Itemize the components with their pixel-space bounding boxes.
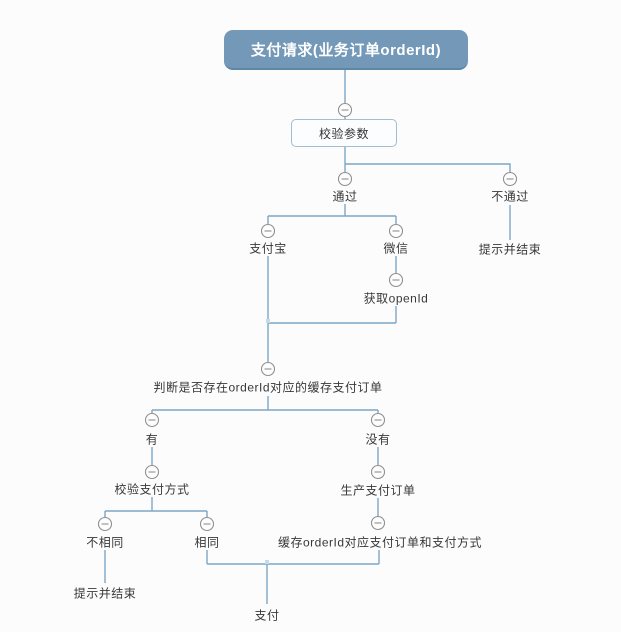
collapse-minus-icon[interactable] bbox=[260, 223, 276, 239]
node-root[interactable]: 支付请求(业务订单orderId) bbox=[224, 30, 468, 70]
collapse-minus-icon[interactable] bbox=[337, 171, 353, 187]
connector-line bbox=[267, 204, 397, 224]
collapse-minus-icon[interactable] bbox=[388, 223, 404, 239]
collapse-minus-icon[interactable] bbox=[370, 515, 386, 531]
node-validate-params[interactable]: 校验参数 bbox=[291, 119, 397, 147]
node-method-same[interactable]: 相同 bbox=[194, 535, 220, 550]
collapse-minus-icon[interactable] bbox=[502, 171, 518, 187]
node-create-pay-order[interactable]: 生产支付订单 bbox=[340, 483, 416, 498]
connector-line bbox=[104, 497, 208, 517]
connector-lines bbox=[104, 70, 511, 604]
node-cache-pay-order[interactable]: 缓存orderId对应支付订单和支付方式 bbox=[277, 535, 483, 550]
junction-markers bbox=[265, 319, 270, 564]
collapse-minus-icon[interactable] bbox=[97, 516, 113, 532]
collapse-minus-icon[interactable] bbox=[260, 361, 276, 377]
node-no-order[interactable]: 没有 bbox=[365, 432, 391, 447]
node-pay[interactable]: 支付 bbox=[254, 608, 280, 623]
collapse-minus-icon[interactable] bbox=[370, 464, 386, 480]
collapse-minus-icon[interactable] bbox=[199, 516, 215, 532]
node-method-diff-end[interactable]: 提示并结束 bbox=[73, 586, 137, 601]
connector-line bbox=[344, 146, 511, 172]
collapse-buttons bbox=[97, 102, 518, 532]
node-wechat[interactable]: 微信 bbox=[383, 241, 409, 256]
collapse-minus-icon[interactable] bbox=[144, 412, 160, 428]
connector-line bbox=[206, 550, 380, 604]
node-check-pay-method[interactable]: 校验支付方式 bbox=[114, 482, 190, 497]
collapse-minus-icon[interactable] bbox=[388, 272, 404, 288]
junction-dot bbox=[266, 319, 270, 323]
node-get-openid[interactable]: 获取openId bbox=[363, 291, 429, 306]
connector-line bbox=[267, 256, 397, 362]
node-method-diff[interactable]: 不相同 bbox=[86, 535, 124, 550]
collapse-minus-icon[interactable] bbox=[370, 412, 386, 428]
node-fail[interactable]: 不通过 bbox=[491, 189, 529, 204]
collapse-minus-icon[interactable] bbox=[337, 102, 353, 118]
collapse-minus-icon[interactable] bbox=[144, 464, 160, 480]
node-fail-end[interactable]: 提示并结束 bbox=[478, 242, 542, 257]
junction-dot bbox=[265, 560, 269, 564]
node-has-order[interactable]: 有 bbox=[145, 432, 159, 447]
node-judge-cache[interactable]: 判断是否存在orderId对应的缓存支付订单 bbox=[153, 380, 383, 395]
node-alipay[interactable]: 支付宝 bbox=[249, 241, 287, 256]
connector-line bbox=[151, 396, 379, 413]
node-pass[interactable]: 通过 bbox=[332, 189, 358, 204]
